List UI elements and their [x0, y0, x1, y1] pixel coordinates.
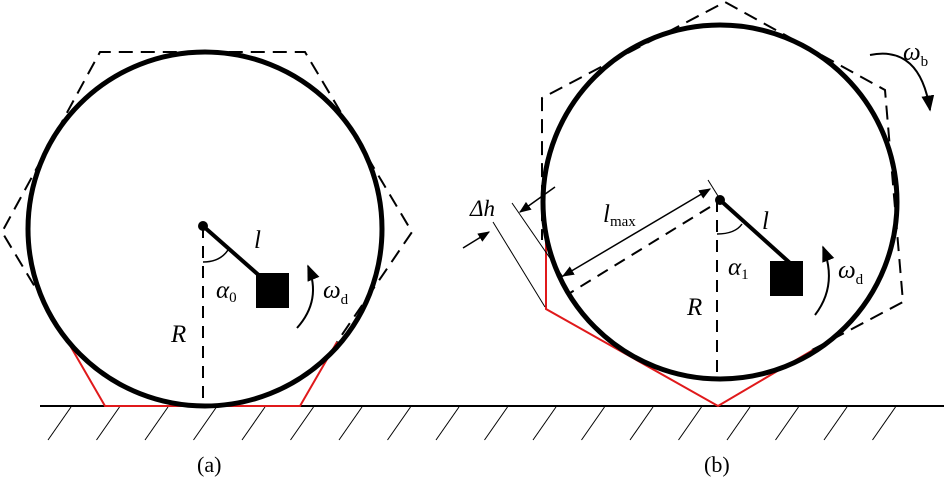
wheel-circle — [540, 22, 900, 382]
ground-hatching — [47, 406, 896, 441]
pivot — [715, 195, 725, 205]
pendulum-mass — [770, 261, 803, 296]
panel-a: l α0 R ωd (a) — [0, 49, 414, 477]
hatch-line — [96, 406, 120, 441]
hexagon-dashed — [0, 51, 414, 343]
hexagon-dashed — [541, 0, 905, 351]
label-delta-h: Δh — [469, 196, 495, 221]
lmax-dashed — [569, 206, 711, 294]
hatch-line — [47, 406, 72, 441]
angle-arc — [202, 249, 229, 263]
label-R: R — [170, 321, 186, 348]
dh-arrow-inner — [462, 231, 491, 249]
lmax-dimension-arrow — [561, 188, 712, 277]
label-alpha1: α1 — [728, 254, 749, 283]
caption-b: (b) — [704, 452, 730, 477]
hatch-line — [775, 406, 799, 441]
label-l: l — [254, 227, 261, 254]
label-omega-d: ωd — [838, 257, 864, 288]
panel-b: l α1 R ωd ωb lmax Δh (b) — [462, 0, 935, 477]
extension-line — [707, 179, 719, 197]
hatch-line — [678, 406, 702, 441]
label-alpha0: α0 — [216, 277, 237, 306]
dh-arrow-outer — [519, 186, 556, 213]
hatch-line — [435, 406, 460, 441]
pendulum-rod — [201, 224, 264, 280]
hatch-line — [532, 406, 557, 441]
wheel-circle — [25, 49, 385, 409]
label-R: R — [686, 294, 702, 321]
pivot — [198, 221, 208, 231]
rotation-arrow-b — [869, 52, 935, 112]
rotation-arrow-d — [814, 245, 835, 316]
label-lmax: lmax — [603, 201, 636, 230]
hatch-line — [193, 406, 217, 441]
hatch-line — [581, 406, 605, 441]
pendulum-mass — [256, 273, 289, 308]
hatch-line — [872, 406, 896, 441]
hatch-line — [290, 406, 314, 441]
label-l: l — [762, 208, 769, 235]
hatch-line — [338, 406, 363, 441]
hatch-line — [823, 406, 848, 441]
hatch-line — [484, 406, 508, 441]
hatch-line — [144, 406, 169, 441]
pendulum-rod — [718, 198, 792, 265]
caption-a: (a) — [197, 452, 221, 477]
hatch-line — [241, 406, 266, 441]
label-omega-d: ωd — [323, 277, 349, 308]
extension-line — [492, 221, 546, 308]
extension-line — [511, 202, 564, 278]
ground — [40, 405, 944, 441]
label-omega-b: ωb — [903, 39, 928, 70]
angle-arc — [716, 223, 743, 235]
hatch-line — [726, 406, 751, 441]
hatch-line — [387, 406, 411, 441]
hatch-line — [629, 406, 654, 441]
rotation-arrow — [296, 264, 320, 329]
